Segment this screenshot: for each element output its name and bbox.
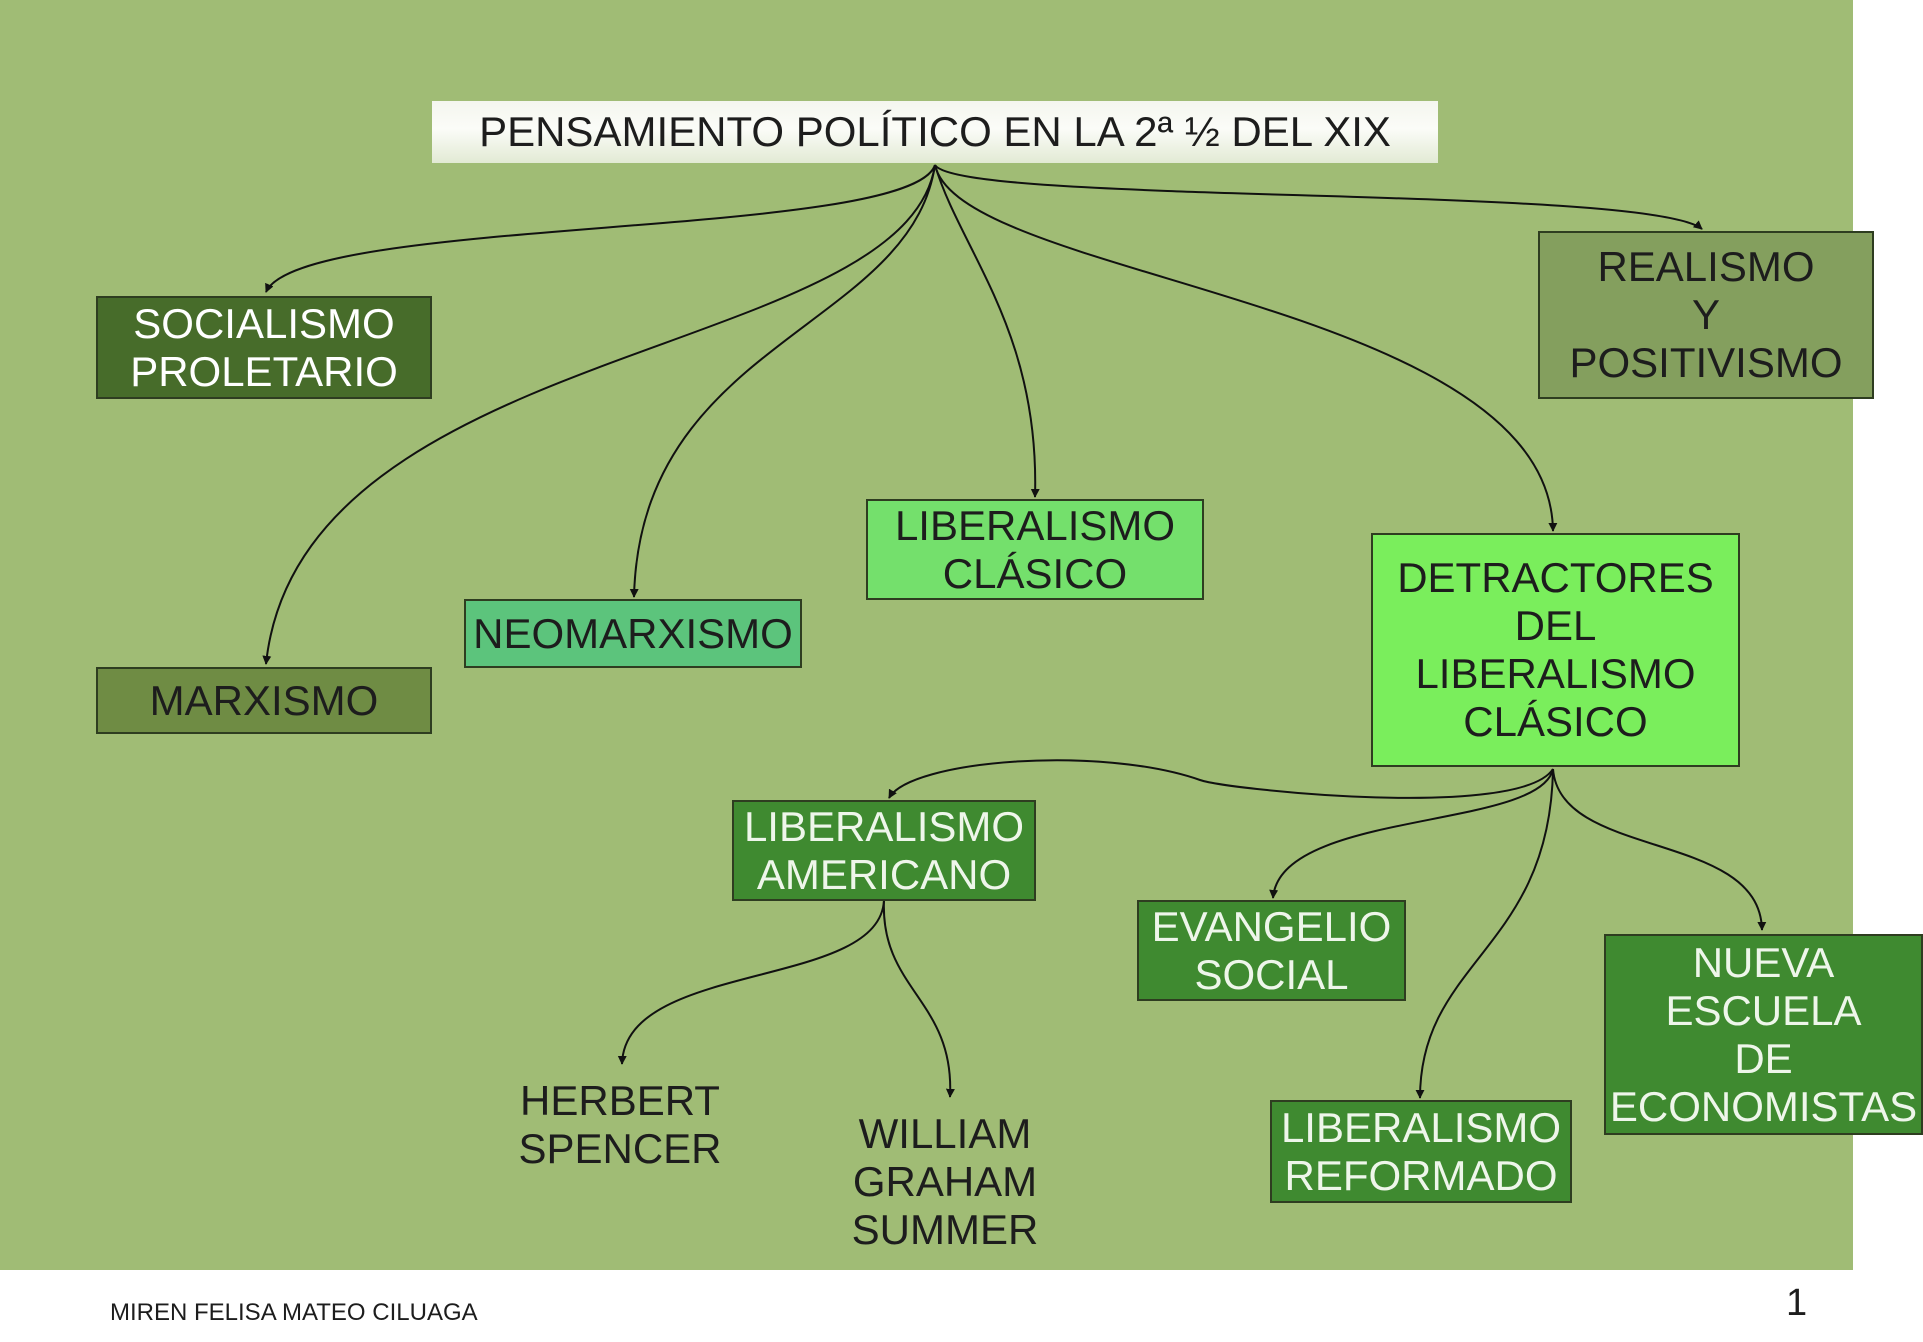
node-socialismo-proletario: SOCIALISMO PROLETARIO [96,296,432,399]
page-number: 1 [1786,1282,1808,1324]
arrow-to-liberalismo-americano [888,759,1554,799]
node-evangelio-social: EVANGELIO SOCIAL [1137,900,1406,1001]
node-liberalismo-clasico: LIBERALISMO CLÁSICO [866,499,1204,600]
arrow-to-socialismo [265,164,936,293]
node-detractores-del-liberalismo-clasico: DETRACTORES DEL LIBERALISMO CLÁSICO [1371,533,1740,767]
arrow-to-william-graham [882,899,955,1098]
arrow-to-marxismo [262,164,936,665]
node-liberalismo-reformado: LIBERALISMO REFORMADO [1270,1100,1572,1203]
arrow-to-detractores [934,164,1558,532]
arrow-to-liberalismo-reformado [1415,768,1554,1099]
arrow-to-liberalismo-clasico [934,164,1040,498]
arrow-to-neomarxismo [629,164,936,598]
footer-author: MIREN FELISA MATEO CILUAGA [110,1299,478,1326]
arrow-to-nueva-escuela [1552,768,1767,931]
arrow-to-herbert-spencer [617,899,885,1065]
node-william-graham-summer: WILLIAM GRAHAM SUMMER [851,1110,1039,1253]
node-neomarxismo: NEOMARXISMO [464,599,802,668]
node-marxismo: MARXISMO [96,667,432,734]
diagram-title: PENSAMIENTO POLÍTICO EN LA 2ª ½ DEL XIX [432,101,1438,163]
node-herbert-spencer: HERBERT SPENCER [518,1077,722,1172]
node-nueva-escuela-de-economistas: NUEVA ESCUELA DE ECONOMISTAS [1604,934,1923,1135]
arrow-to-realismo [934,164,1703,230]
node-realismo-y-positivismo: REALISMO Y POSITIVISMO [1538,231,1874,399]
arrow-to-evangelio-social [1269,768,1554,899]
node-liberalismo-americano: LIBERALISMO AMERICANO [732,800,1036,901]
